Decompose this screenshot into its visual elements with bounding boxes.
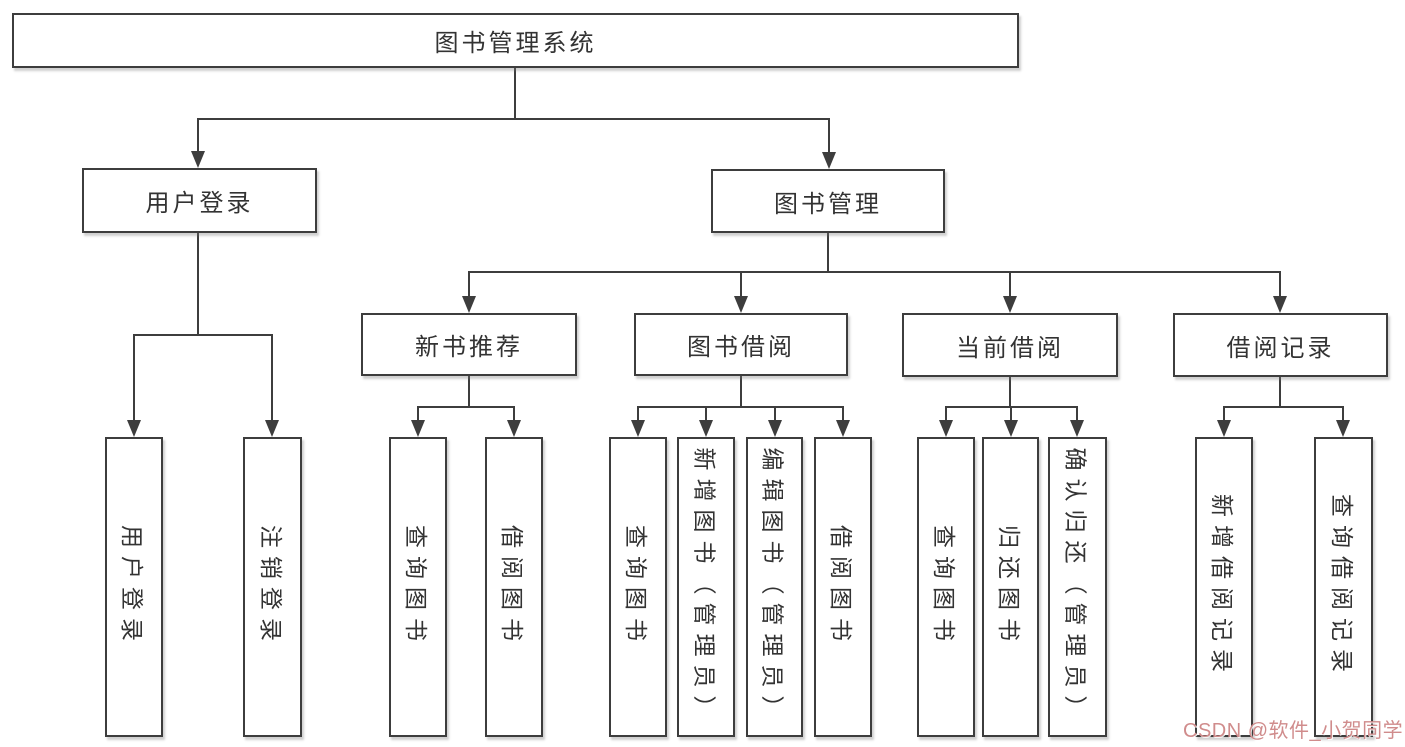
connector-line xyxy=(1010,406,1012,422)
connector-line xyxy=(417,406,515,408)
node-new-book-recommend: 新书推荐 xyxy=(361,313,577,376)
connector-line xyxy=(513,406,515,422)
leaf-bb-add-books-label: 新增图书（管理员） xyxy=(691,447,717,727)
leaf-bb-query-books-label: 查询图书 xyxy=(623,525,649,649)
node-current-borrow: 当前借阅 xyxy=(902,313,1118,377)
node-user-login-label: 用户登录 xyxy=(145,190,254,217)
arrow-down-icon xyxy=(191,151,205,168)
arrow-down-icon xyxy=(822,152,836,169)
node-borrow-records: 借阅记录 xyxy=(1173,313,1388,377)
connector-line xyxy=(828,118,830,154)
leaf-cb-query-books-label: 查询图书 xyxy=(931,525,957,649)
leaf-bb-edit-books-label: 编辑图书（管理员） xyxy=(759,447,786,727)
leaf-nb-borrow-books-label: 借阅图书 xyxy=(499,525,525,649)
leaf-cb-confirm-return: 确认归还（管理员） xyxy=(1048,437,1107,737)
connector-line xyxy=(1223,406,1344,408)
connector-line xyxy=(1342,406,1344,422)
node-book-borrow-label: 图书借阅 xyxy=(687,334,795,361)
node-book-borrow: 图书借阅 xyxy=(634,313,848,376)
arrow-down-icon xyxy=(734,296,748,313)
leaf-bb-query-books: 查询图书 xyxy=(609,437,667,737)
leaf-br-add-record: 新增借阅记录 xyxy=(1195,437,1253,737)
connector-line xyxy=(1009,376,1011,407)
node-new-book-recommend-label: 新书推荐 xyxy=(415,334,523,361)
connector-line xyxy=(197,232,199,336)
leaf-nb-borrow-books: 借阅图书 xyxy=(485,437,543,737)
leaf-logout: 注销登录 xyxy=(243,437,302,737)
connector-line xyxy=(197,118,199,153)
arrow-down-icon xyxy=(1273,296,1287,313)
connector-line xyxy=(637,406,844,408)
arrow-down-icon xyxy=(631,420,645,437)
node-root: 图书管理系统 xyxy=(12,13,1019,68)
csdn-watermark: CSDN @软件_小贺同学 xyxy=(1183,720,1404,742)
connector-line xyxy=(827,232,829,273)
leaf-bb-edit-books: 编辑图书（管理员） xyxy=(746,437,803,737)
leaf-bb-borrow-books-label: 借阅图书 xyxy=(828,525,854,649)
leaf-user-login: 用户登录 xyxy=(105,437,163,737)
leaf-cb-return-books: 归还图书 xyxy=(982,437,1039,737)
connector-line xyxy=(133,334,135,422)
arrow-down-icon xyxy=(699,420,713,437)
node-user-login: 用户登录 xyxy=(82,168,317,233)
connector-line xyxy=(637,406,639,422)
arrow-down-icon xyxy=(127,420,141,437)
connector-line xyxy=(842,406,844,422)
leaf-cb-query-books: 查询图书 xyxy=(917,437,975,737)
arrow-down-icon xyxy=(507,420,521,437)
leaf-user-login-label: 用户登录 xyxy=(119,525,145,649)
connector-line xyxy=(133,334,273,336)
connector-line xyxy=(1279,271,1281,298)
connector-line xyxy=(197,118,830,120)
connector-line xyxy=(514,67,516,120)
leaf-cb-return-books-label: 归还图书 xyxy=(995,525,1022,649)
arrow-down-icon xyxy=(768,420,782,437)
connector-line xyxy=(740,375,742,407)
arrow-down-icon xyxy=(265,420,279,437)
leaf-cb-confirm-return-label: 确认归还（管理员） xyxy=(1062,447,1089,727)
arrow-down-icon xyxy=(1217,420,1231,437)
arrow-down-icon xyxy=(1336,420,1350,437)
leaf-br-query-record-label: 查询借阅记录 xyxy=(1328,494,1355,680)
leaf-br-query-record: 查询借阅记录 xyxy=(1314,437,1373,737)
connector-line xyxy=(271,334,273,422)
leaf-logout-label: 注销登录 xyxy=(257,525,284,649)
connector-line xyxy=(1223,406,1225,422)
connector-line xyxy=(1076,406,1078,422)
arrow-down-icon xyxy=(939,420,953,437)
node-book-management: 图书管理 xyxy=(711,169,945,233)
leaf-bb-add-books: 新增图书（管理员） xyxy=(677,437,735,737)
leaf-nb-query-books-label: 查询图书 xyxy=(403,525,429,649)
node-book-management-label: 图书管理 xyxy=(774,190,882,218)
connector-line xyxy=(740,271,742,298)
connector-line xyxy=(1279,376,1281,407)
connector-line xyxy=(945,406,947,422)
leaf-br-add-record-label: 新增借阅记录 xyxy=(1209,494,1235,680)
arrow-down-icon xyxy=(411,420,425,437)
connector-line xyxy=(468,271,470,298)
arrow-down-icon xyxy=(836,420,850,437)
arrow-down-icon xyxy=(1004,420,1018,437)
arrow-down-icon xyxy=(1070,420,1084,437)
connector-line xyxy=(774,406,776,422)
node-current-borrow-label: 当前借阅 xyxy=(956,334,1064,362)
connector-line xyxy=(705,406,707,422)
leaf-bb-borrow-books: 借阅图书 xyxy=(814,437,872,737)
arrow-down-icon xyxy=(462,296,476,313)
connector-line xyxy=(417,406,419,422)
node-root-label: 图书管理系统 xyxy=(434,30,597,57)
connector-line xyxy=(1009,271,1011,298)
connector-line xyxy=(468,375,470,407)
connector-line xyxy=(468,271,1281,273)
arrow-down-icon xyxy=(1003,296,1017,313)
leaf-nb-query-books: 查询图书 xyxy=(389,437,447,737)
node-borrow-records-label: 借阅记录 xyxy=(1226,334,1335,362)
